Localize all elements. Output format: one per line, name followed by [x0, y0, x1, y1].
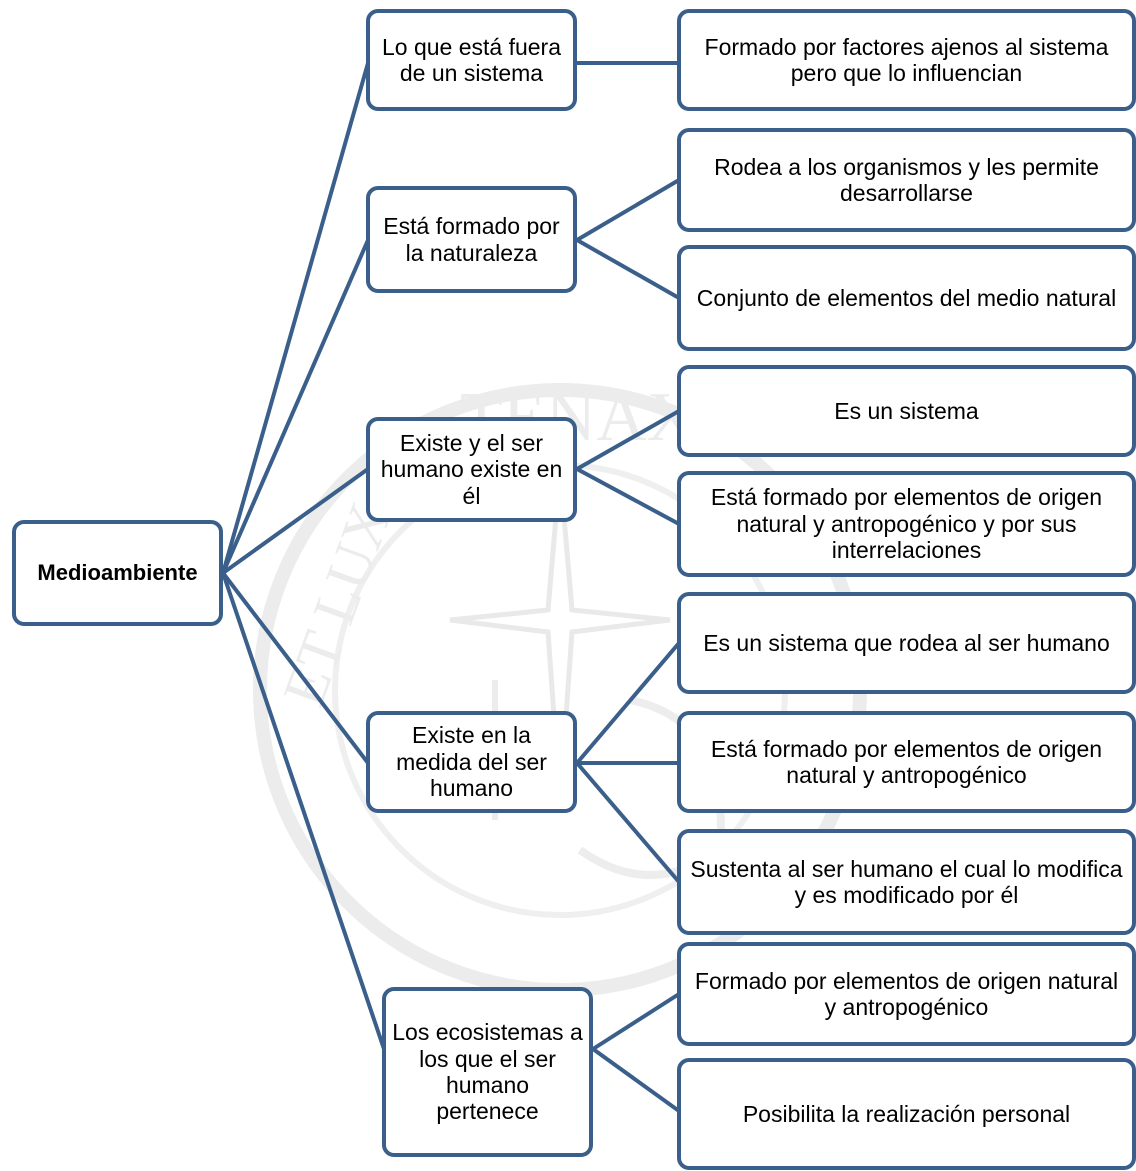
connector-branch-2-leaf-1 — [575, 178, 681, 242]
branch-node-1: Lo que está fuera de un sistema — [366, 9, 577, 111]
leaf-node-5-2: Posibilita la realización personal — [677, 1058, 1136, 1170]
connector-root-branch-5 — [221, 572, 386, 1050]
leaf-node-3-1: Es un sistema — [677, 365, 1136, 457]
branch-node-2: Está formado por la naturaleza — [366, 186, 577, 293]
connector-root-branch-1 — [221, 62, 370, 574]
connector-root-branch-4 — [221, 571, 370, 765]
branch-label: Existe y el ser humano existe en él — [380, 429, 563, 509]
connector-root-branch-3 — [221, 467, 370, 575]
root-node-medioambiente: Medioambiente — [12, 520, 223, 626]
leaf-label: Formado por factores ajenos al sistema p… — [704, 33, 1109, 86]
branch-node-4: Existe en la medida del ser humano — [366, 711, 577, 813]
leaf-node-5-1: Formado por elementos de origen natural … — [677, 942, 1136, 1046]
leaf-label: Está formado por elementos de origen nat… — [710, 484, 1103, 564]
branch-label: Lo que está fuera de un sistema — [381, 33, 562, 86]
leaf-node-3-2: Está formado por elementos de origen nat… — [677, 471, 1136, 577]
leaf-label: Sustenta al ser humano el cual lo modifi… — [690, 855, 1123, 908]
leaf-label: Es un sistema — [834, 397, 979, 424]
leaf-label: Conjunto de elementos del medio natural — [696, 284, 1117, 311]
connector-branch-3-leaf-1 — [576, 409, 680, 471]
leaf-label: Formado por elementos de origen natural … — [694, 967, 1119, 1020]
leaf-node-4-2: Está formado por elementos de origen nat… — [677, 711, 1136, 813]
leaf-label: Posibilita la realización personal — [742, 1100, 1071, 1127]
connector-branch-4-leaf-3 — [575, 761, 681, 884]
connector-root-branch-2 — [221, 239, 370, 574]
leaf-label: Está formado por elementos de origen nat… — [710, 735, 1103, 788]
connector-branch-2-leaf-2 — [576, 238, 680, 300]
branch-label: Existe en la medida del ser humano — [396, 722, 547, 802]
connector-branch-4-leaf-1 — [575, 641, 681, 765]
leaf-label: Rodea a los organismos y les permite des… — [714, 153, 1099, 206]
connector-branch-5-leaf-2 — [591, 1047, 681, 1113]
branch-label: Los ecosistemas a los que el ser humano … — [392, 1019, 583, 1125]
branch-label: Está formado por la naturaleza — [383, 213, 560, 266]
branch-node-3: Existe y el ser humano existe en él — [366, 417, 577, 522]
root-label: Medioambiente — [37, 560, 198, 586]
leaf-node-1-1: Formado por factores ajenos al sistema p… — [677, 9, 1136, 111]
leaf-label: Es un sistema que rodea al ser humano — [703, 629, 1110, 656]
leaf-node-2-1: Rodea a los organismos y les permite des… — [677, 128, 1136, 232]
connector-branch-3-leaf-2 — [576, 467, 680, 526]
leaf-node-4-1: Es un sistema que rodea al ser humano — [677, 592, 1136, 694]
connector-branch-5-leaf-1 — [591, 992, 681, 1051]
leaf-node-2-2: Conjunto de elementos del medio natural — [677, 245, 1136, 351]
leaf-node-4-3: Sustenta al ser humano el cual lo modifi… — [677, 829, 1136, 935]
branch-node-5: Los ecosistemas a los que el ser humano … — [382, 987, 593, 1157]
